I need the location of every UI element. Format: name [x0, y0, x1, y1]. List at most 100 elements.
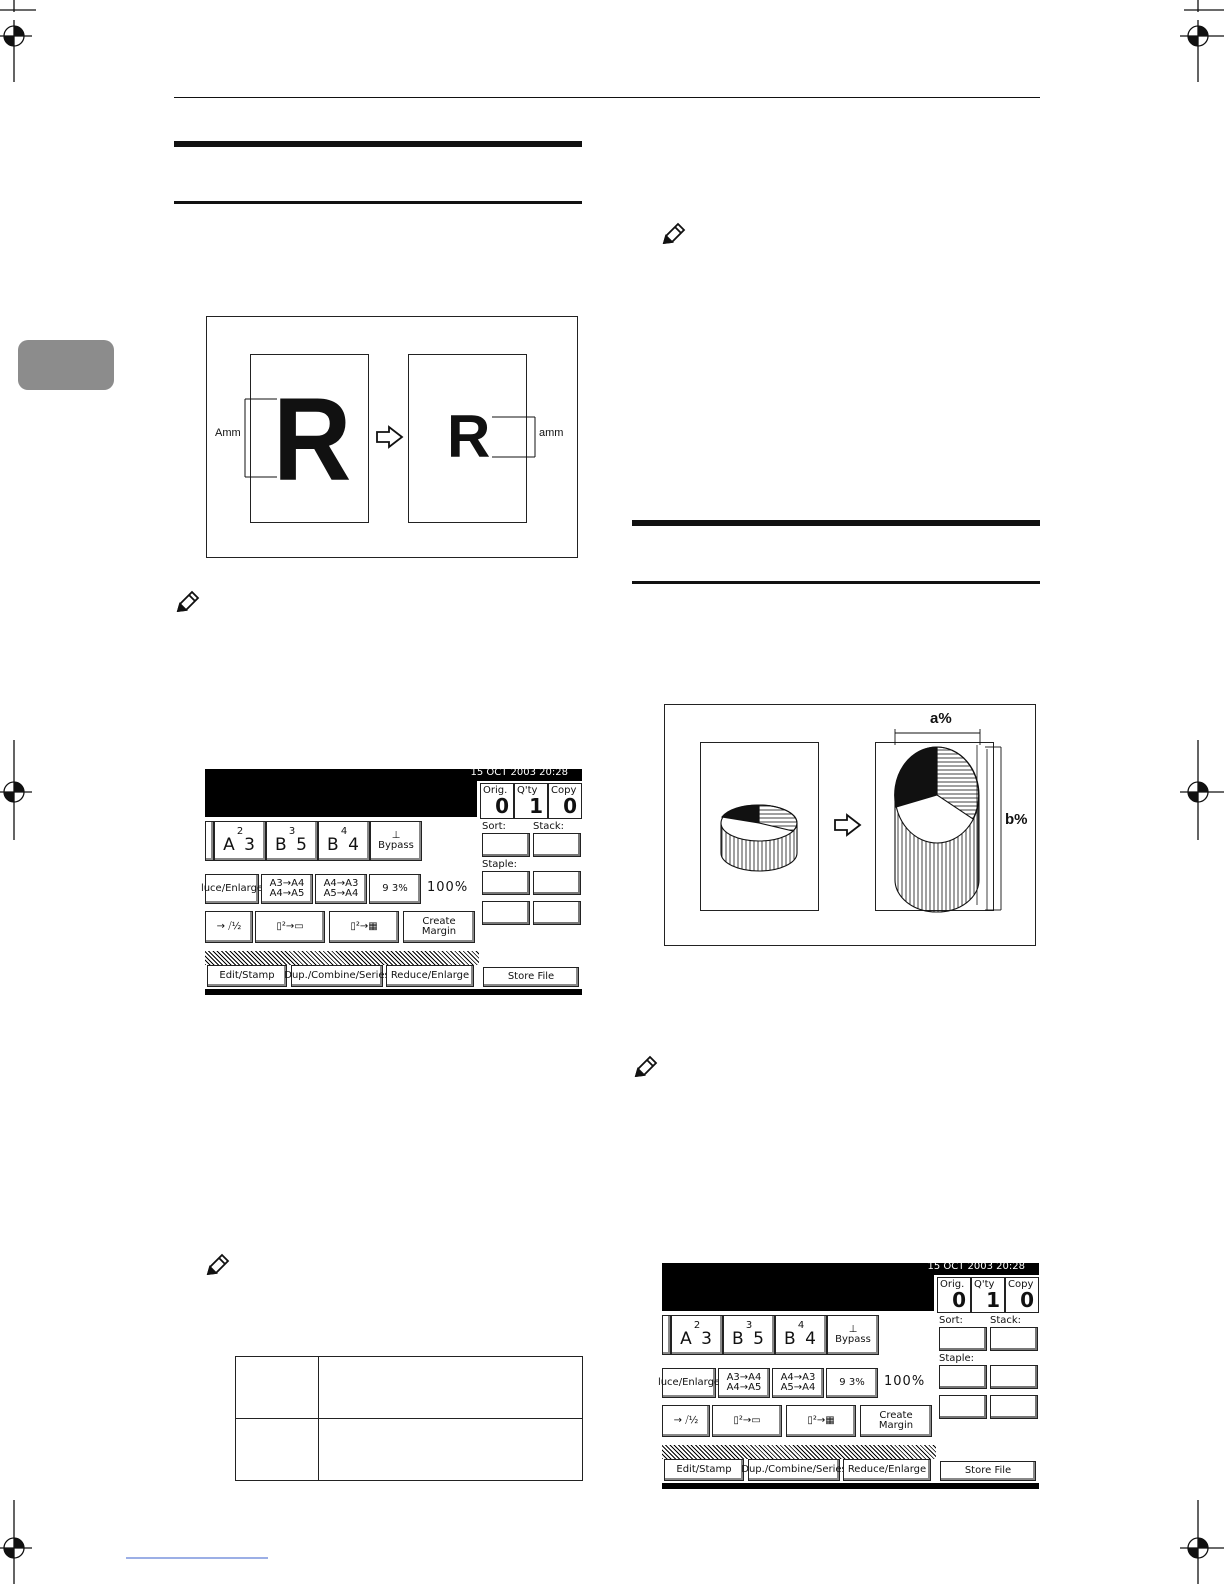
combine-half-button[interactable]: → ⧸½	[662, 1405, 710, 1437]
staple-top-left-button[interactable]	[482, 871, 530, 895]
figure-directional-magnification: a% b%	[664, 704, 1036, 946]
chapter-tab	[18, 340, 114, 390]
staple-top-right-button[interactable]	[533, 871, 581, 895]
bypass-tray-button[interactable]: ⊥Bypass	[370, 821, 422, 861]
header-rule	[174, 97, 1040, 98]
staple-two-left-button[interactable]	[939, 1395, 987, 1419]
date-bar: 15 OCT 2003 20:28	[662, 1261, 1039, 1275]
ratio-a3-a4-button[interactable]: A3→A4 A4→A5	[261, 874, 313, 904]
combine-half-icon: → ⧸½	[216, 920, 242, 932]
note-pencil-icon	[634, 1055, 658, 1078]
original-page: R	[250, 354, 369, 523]
stack-button[interactable]	[990, 1327, 1038, 1351]
date-time: 15 OCT 2003 20:28	[927, 1261, 1026, 1272]
four-in-one-button[interactable]: ▯²→▦	[786, 1405, 856, 1437]
ratio-a3-a4-button[interactable]: A3→A4 A4→A5	[718, 1368, 770, 1398]
letter-r-small: R	[447, 403, 491, 470]
vertical-ratio-label: b%	[1005, 811, 1028, 828]
note-pencil-icon	[176, 590, 200, 613]
note-pencil-icon	[662, 222, 686, 245]
pie-drawings	[720, 729, 1002, 913]
tab-strip-background	[662, 1445, 936, 1459]
reduce-enlarge-button[interactable]: luce/Enlarge	[201, 874, 263, 904]
paper-tray-1-button[interactable]	[205, 821, 214, 861]
tab-edit-stamp[interactable]: Edit/Stamp	[664, 1459, 744, 1481]
tab-dup-combine-series[interactable]: Dup./Combine/Series	[741, 1459, 847, 1481]
section-rule-bottom-right	[632, 581, 1040, 584]
staple-label: Staple:	[482, 859, 518, 870]
table-row	[235, 1356, 583, 1419]
ratio-a4-a3-button[interactable]: A4→A3 A5→A4	[772, 1368, 824, 1398]
staple-top-right-button[interactable]	[990, 1365, 1038, 1389]
ratio-display: 100%	[427, 880, 469, 895]
original-counter: Orig.0	[937, 1277, 971, 1313]
sort-label: Sort:	[939, 1315, 963, 1326]
arrow-right-icon	[834, 813, 862, 837]
staple-two-top-button[interactable]	[533, 901, 581, 925]
sort-button[interactable]	[939, 1327, 987, 1351]
bypass-tray-button[interactable]: ⊥Bypass	[827, 1315, 879, 1355]
dimension-label-reduced: amm	[539, 427, 564, 439]
original-counter: Orig.0	[480, 783, 514, 819]
tab-reduce-enlarge[interactable]: Reduce/Enlarge	[843, 1459, 931, 1481]
note-pencil-icon	[206, 1253, 230, 1276]
combine-4in1-icon: ▯²→▦	[807, 1414, 835, 1426]
date-time: 15 OCT 2003 20:28	[470, 767, 569, 778]
reduce-enlarge-button[interactable]: luce/Enlarge	[658, 1368, 720, 1398]
dimension-lines	[244, 398, 536, 478]
letter-r-large: R	[273, 374, 352, 506]
note-table	[235, 1356, 583, 1481]
one-sided-combine-button[interactable]: ▯²→▭	[712, 1405, 782, 1437]
store-file-button[interactable]: Store File	[483, 967, 579, 987]
bypass-icon: ⊥	[848, 1323, 858, 1335]
one-sided-combine-button[interactable]: ▯²→▭	[255, 911, 325, 943]
staple-top-left-button[interactable]	[939, 1365, 987, 1389]
sort-label: Sort:	[482, 821, 506, 832]
combine-half-button[interactable]: → ⧸½	[205, 911, 253, 943]
create-margin-button[interactable]: Create Margin	[403, 911, 475, 943]
ratio-93-button[interactable]: 9 3%	[369, 874, 421, 904]
stack-label: Stack:	[533, 821, 565, 832]
combine-4in1-icon: ▯²→▦	[350, 920, 378, 932]
section-rule-top-right	[632, 520, 1040, 526]
paper-tray-1-button[interactable]	[662, 1315, 671, 1355]
combine-2in1-icon: ▯²→▭	[276, 920, 304, 932]
message-area	[205, 781, 477, 817]
ratio-93-button[interactable]: 9 3%	[826, 1368, 878, 1398]
stack-label: Stack:	[990, 1315, 1022, 1326]
date-bar: 15 OCT 2003 20:28	[205, 767, 582, 781]
arrow-right-icon	[376, 425, 404, 449]
section-rule-bottom-left	[174, 201, 582, 204]
tab-edit-stamp[interactable]: Edit/Stamp	[207, 965, 287, 987]
staple-two-left-button[interactable]	[482, 901, 530, 925]
dimension-label-original: Amm	[215, 427, 241, 439]
section-rule-top-left	[174, 141, 582, 147]
four-in-one-button[interactable]: ▯²→▦	[329, 911, 399, 943]
sort-button[interactable]	[482, 833, 530, 857]
horizontal-ratio-label: a%	[930, 710, 952, 727]
tab-reduce-enlarge[interactable]: Reduce/Enlarge	[386, 965, 474, 987]
combine-half-icon: → ⧸½	[673, 1414, 699, 1426]
tab-dup-combine-series[interactable]: Dup./Combine/Series	[284, 965, 390, 987]
ratio-a4-a3-button[interactable]: A4→A3 A5→A4	[315, 874, 367, 904]
staple-label: Staple:	[939, 1353, 975, 1364]
create-margin-button[interactable]: Create Margin	[860, 1405, 932, 1437]
store-file-button[interactable]: Store File	[940, 1461, 1036, 1481]
staple-two-top-button[interactable]	[990, 1395, 1038, 1419]
stack-button[interactable]	[533, 833, 581, 857]
ratio-display: 100%	[884, 1374, 926, 1389]
reduced-page: R	[408, 354, 527, 523]
